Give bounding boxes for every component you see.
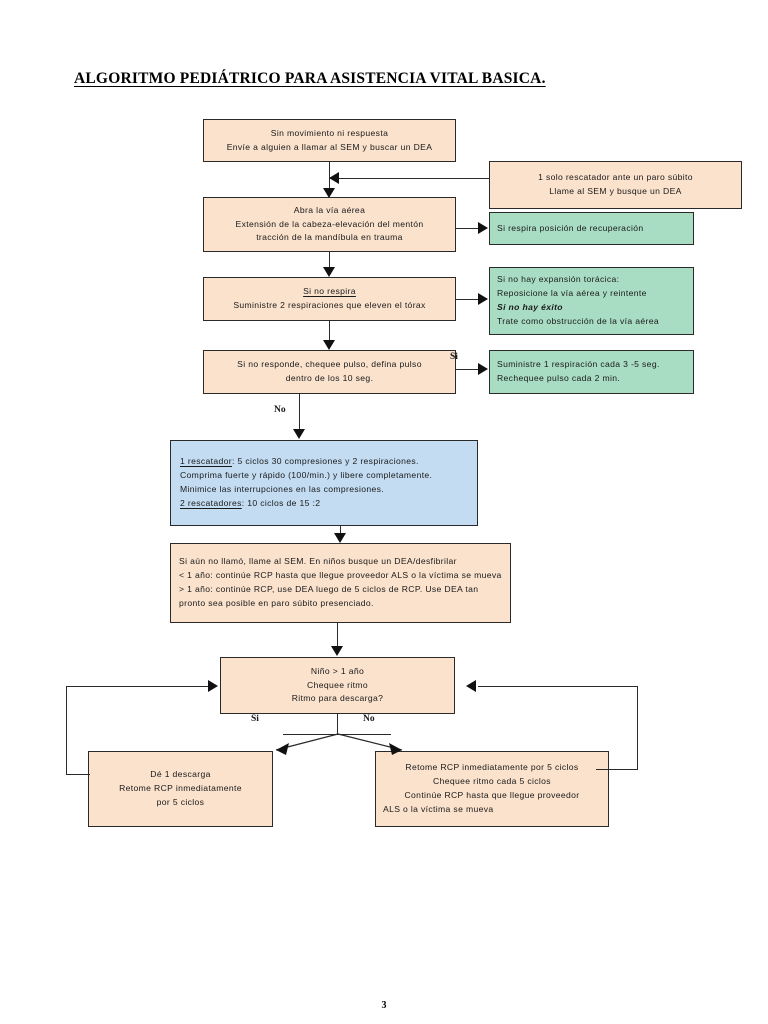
arrowhead-feedback-right-into-rhythm (466, 680, 476, 692)
node-check-rhythm[interactable]: Niño > 1 año Chequee ritmo Ritmo para de… (220, 657, 455, 714)
node-rescue-breaths[interactable]: Suministre 1 respiración cada 3 -5 seg. … (489, 350, 694, 394)
node-check-rhythm-line-2: Chequee ritmo (307, 679, 368, 690)
node-compressions-line-1: 1 rescatador: 5 ciclos 30 compresiones y… (180, 455, 468, 469)
node-compressions[interactable]: 1 rescatador: 5 ciclos 30 compresiones y… (170, 440, 478, 526)
node-check-pulse-line-1: Si no responde, chequee pulso, defina pu… (237, 359, 422, 370)
node-compressions-line-3: Minimice las interrupciones en las compr… (180, 484, 385, 494)
node-give-shock[interactable]: Dé 1 descarga Retome RCP inmediatamente … (88, 751, 273, 827)
node-resume-cpr-line-4: ALS o la víctima se mueva (383, 803, 494, 814)
node-no-chest-rise-line-1: Si no hay expansión torácica: (497, 274, 620, 285)
node-recovery-position-line-1: Si respira posición de recuperación (497, 222, 644, 233)
node-open-airway-line-1: Abra la vía aérea (293, 204, 366, 215)
node-single-rescuer-line-1: 1 solo rescatador ante un paro súbito (538, 172, 693, 183)
node-check-rhythm-line-3: Ritmo para descarga? (291, 693, 384, 704)
connector-feedback-right-stub (596, 769, 638, 770)
connector-check-pulse-to-compressions (299, 394, 300, 430)
node-check-rhythm-line-1: Niño > 1 año (310, 665, 365, 676)
node-no-chest-rise-line-4: Trate como obstrucción de la vía aérea (497, 315, 660, 326)
connector-not-breathing-to-no-chest-rise (456, 299, 480, 300)
connector-single-rescuer-to-main (330, 178, 489, 179)
node-call-aed-line-1: Si aún no llamó, llame al SEM. En niños … (179, 556, 457, 567)
connector-open-airway-to-recovery (456, 228, 480, 229)
node-not-breathing-line-2: Suministre 2 respiraciones que eleven el… (233, 300, 426, 310)
connector-check-rhythm-stem (337, 714, 338, 734)
node-compressions-line-4-rest: : 10 ciclos de 15 :2 (241, 497, 321, 508)
node-compressions-line-4-label: 2 rescatadores (180, 497, 242, 508)
node-compressions-line-1-label: 1 rescatador (180, 456, 232, 467)
connector-feedback-left-riser (66, 686, 67, 775)
node-single-rescuer[interactable]: 1 solo rescatador ante un paro súbito Ll… (489, 161, 742, 209)
node-call-aed-line-2: < 1 año: continúe RCP hasta que llegue p… (179, 570, 502, 581)
node-no-response[interactable]: Sin movimiento ni respuesta Envíe a algu… (203, 119, 456, 162)
edge-label-pulse-no: No (274, 405, 286, 415)
node-open-airway[interactable]: Abra la vía aérea Extensión de la cabeza… (203, 197, 456, 252)
arrowhead-recovery-position (478, 222, 488, 234)
connector-open-airway-to-not-breathing (329, 252, 330, 268)
node-give-shock-line-3: por 5 ciclos (156, 796, 205, 807)
connector-not-breathing-to-check-pulse (329, 321, 330, 340)
node-single-rescuer-line-2: Llame al SEM y busque un DEA (549, 186, 682, 196)
connector-compressions-to-call-aed (340, 526, 341, 534)
connector-check-pulse-to-rescue-breaths (456, 369, 480, 370)
connector-rhythm-yes-diagonal (275, 733, 339, 755)
connector-feedback-left-stub (66, 774, 90, 775)
arrowhead-check-pulse (323, 340, 335, 350)
node-rescue-breaths-line-2: Rechequee pulso cada 2 min. (497, 373, 621, 383)
arrowhead-not-breathing (323, 267, 335, 277)
node-open-airway-line-2: Extensión de la cabeza-elevación del men… (235, 218, 424, 229)
connector-rhythm-no-diagonal (337, 733, 403, 755)
connector-call-aed-to-check-rhythm (337, 623, 338, 647)
edge-label-rhythm-no: No (363, 714, 375, 724)
node-no-response-line-1: Sin movimiento ni respuesta (270, 127, 389, 138)
node-no-chest-rise-line-2: Reposicione la vía aérea y reintente (497, 288, 647, 299)
arrowhead-compressions (293, 429, 305, 439)
node-open-airway-line-3: tracción de la mandíbula en trauma (256, 232, 403, 243)
node-check-pulse-line-2: dentro de los 10 seg. (285, 373, 374, 383)
node-give-shock-line-2: Retome RCP inmediatamente (119, 783, 242, 794)
node-compressions-line-1-rest: : 5 ciclos 30 compresiones y 2 respiraci… (231, 456, 419, 467)
arrowhead-check-rhythm (331, 646, 343, 656)
arrowhead-open-airway (323, 188, 335, 198)
node-compressions-line-4: 2 rescatadores: 10 ciclos de 15 :2 (180, 497, 468, 511)
node-not-breathing[interactable]: Si no respira Suministre 2 respiraciones… (203, 277, 456, 321)
node-recovery-position[interactable]: Si respira posición de recuperación (489, 212, 694, 245)
arrowhead-call-aed (334, 533, 346, 543)
arrowhead-rescue-breaths (478, 363, 488, 375)
node-no-response-line-2: Envíe a alguien a llamar al SEM y buscar… (226, 141, 433, 152)
connector-feedback-right-top (478, 686, 638, 687)
page-title: ALGORITMO PEDIÁTRICO PARA ASISTENCIA VIT… (74, 70, 546, 87)
node-no-chest-rise[interactable]: Si no hay expansión torácica: Reposicion… (489, 267, 694, 335)
node-give-shock-line-1: Dé 1 descarga (150, 769, 211, 780)
node-not-breathing-line-1: Si no respira (303, 286, 356, 297)
node-compressions-line-2: Comprima fuerte y rápido (100/min.) y li… (180, 470, 433, 481)
node-call-aed-line-3: > 1 año: continúe RCP, use DEA luego de … (179, 584, 479, 608)
node-resume-cpr-line-2: Chequee ritmo cada 5 ciclos (433, 776, 551, 787)
page-number: 3 (381, 1000, 387, 1011)
node-call-aed[interactable]: Si aún no llamó, llame al SEM. En niños … (170, 543, 511, 623)
node-resume-cpr-line-1: Retome RCP inmediatamente por 5 ciclos (405, 762, 579, 773)
arrowhead-feedback-left-into-rhythm (208, 680, 218, 692)
edge-label-rhythm-yes: Si (251, 714, 259, 724)
arrowhead-no-chest-rise (478, 293, 488, 305)
edge-label-pulse-yes: Si (450, 352, 458, 362)
connector-feedback-left-top (66, 686, 210, 687)
node-resume-cpr-line-3: Continúe RCP hasta que llegue proveedor (404, 790, 580, 800)
arrowhead-single-rescuer-merge (329, 172, 339, 184)
node-resume-cpr[interactable]: Retome RCP inmediatamente por 5 ciclos C… (375, 751, 609, 827)
node-rescue-breaths-line-1: Suministre 1 respiración cada 3 -5 seg. (497, 359, 660, 370)
node-check-pulse[interactable]: Si no responde, chequee pulso, defina pu… (203, 350, 456, 394)
node-no-chest-rise-line-3: Si no hay éxito (497, 302, 563, 312)
connector-feedback-right-riser (637, 686, 638, 770)
